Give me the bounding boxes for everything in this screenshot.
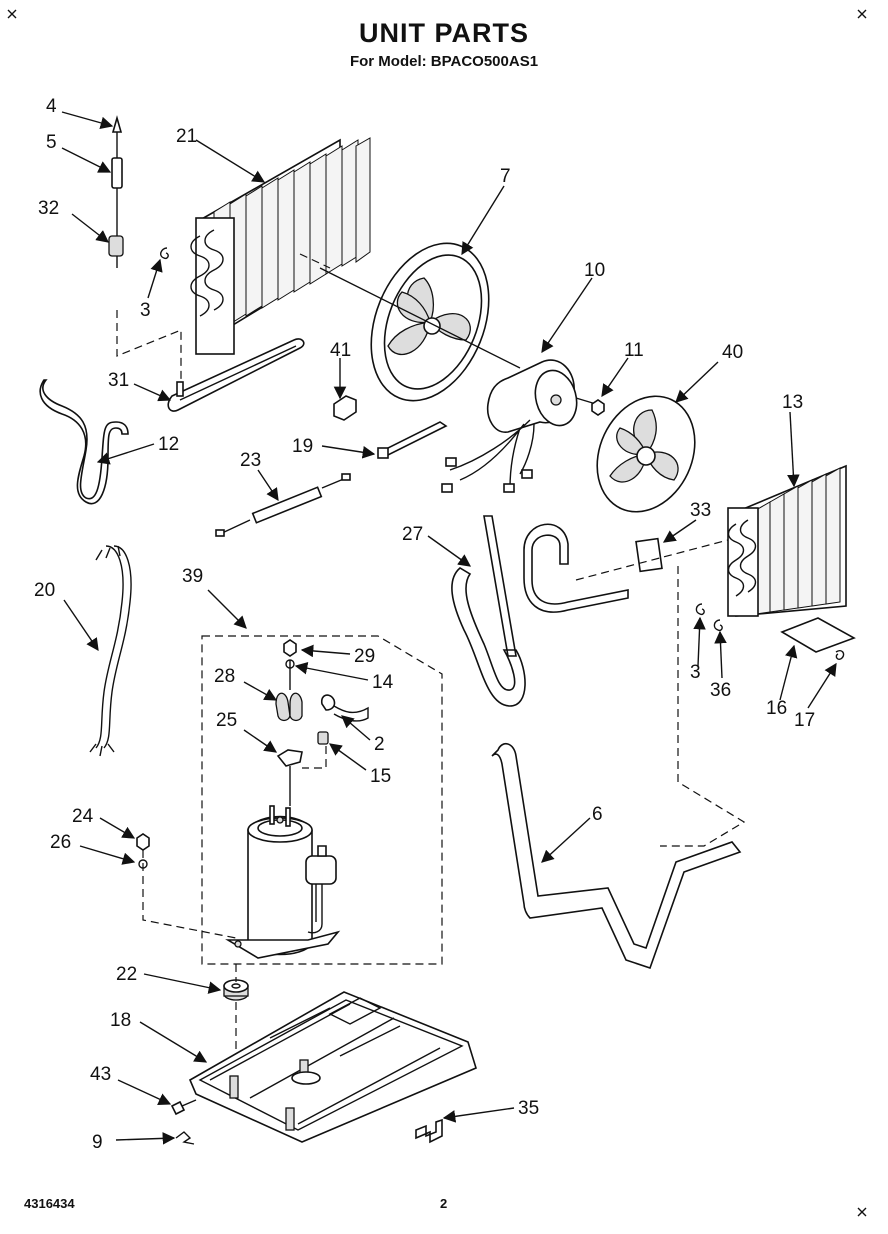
callout-25: 25 — [216, 710, 237, 731]
callout-35: 35 — [518, 1098, 539, 1119]
part-9-clip — [175, 1131, 195, 1145]
callout-23: 23 — [240, 450, 261, 471]
callout-43: 43 — [90, 1064, 111, 1085]
callout-24: 24 — [72, 806, 94, 827]
callout-29: 29 — [354, 646, 375, 667]
page-number: 2 — [440, 1196, 448, 1211]
callout-32: 32 — [38, 198, 59, 219]
callout-27: 27 — [402, 524, 423, 545]
model-subtitle: For Model: BPACO500AS1 — [349, 53, 539, 70]
callout-40: 40 — [722, 342, 743, 363]
document-number: 4316434 — [24, 1196, 75, 1211]
callout-28: 28 — [214, 666, 235, 687]
part-12-tube — [39, 379, 129, 505]
callout-2: 2 — [374, 734, 385, 755]
compressor-group-box — [201, 635, 443, 965]
part-22-grommet — [223, 979, 249, 1001]
part-6-seal — [491, 743, 742, 970]
callout-17: 17 — [794, 710, 815, 731]
callout-3-left: 3 — [140, 300, 151, 321]
part-17-clip — [835, 649, 845, 661]
part-36-clip — [713, 619, 723, 632]
part-evaporator-coil — [190, 137, 371, 355]
callout-3-right: 3 — [690, 662, 701, 683]
part-23-thermistor — [215, 473, 351, 537]
corner-marks — [7, 9, 867, 1217]
part-condenser-coil — [727, 464, 847, 617]
part-capillary-tube-assembly — [108, 115, 182, 380]
callout-13: 13 — [782, 392, 803, 413]
part-fan-nut — [591, 399, 605, 416]
leader-lines — [61, 111, 837, 1145]
part-24-nut — [136, 833, 150, 851]
part-16-bracket — [780, 617, 856, 653]
callout-4: 4 — [46, 96, 57, 117]
callout-6: 6 — [592, 804, 603, 825]
part-35-clip — [415, 1118, 443, 1144]
callout-14: 14 — [372, 672, 394, 693]
callout-31: 31 — [108, 370, 129, 391]
part-condenser-fan-blade — [596, 395, 696, 513]
part-compressor-accessories — [275, 639, 369, 806]
callout-10: 10 — [584, 260, 605, 281]
callout-16: 16 — [766, 698, 787, 719]
part-compressor — [225, 805, 341, 959]
callout-9: 9 — [92, 1132, 103, 1153]
callout-12: 12 — [158, 434, 179, 455]
part-20-wire-harness — [89, 545, 132, 757]
callout-21: 21 — [176, 126, 197, 147]
callout-33: 33 — [690, 500, 711, 521]
part-33-switch — [635, 537, 663, 573]
callout-26: 26 — [50, 832, 71, 853]
part-clip-left — [160, 247, 169, 260]
part-fan-motor — [441, 359, 597, 493]
callout-18: 18 — [110, 1010, 131, 1031]
mount-line-left — [142, 850, 237, 939]
callout-41: 41 — [330, 340, 351, 361]
callout-39: 39 — [182, 566, 203, 587]
callout-labels: 4 5 32 3 21 7 10 11 40 13 41 31 12 19 23… — [34, 96, 815, 1153]
callout-22: 22 — [116, 964, 137, 985]
part-bracket-41 — [333, 395, 357, 421]
part-19-strap — [378, 421, 448, 457]
callout-11: 11 — [624, 340, 644, 361]
dashed-connection-6 — [660, 566, 746, 847]
callout-15: 15 — [370, 766, 391, 787]
callout-5: 5 — [46, 132, 57, 153]
part-27-tubing — [451, 515, 629, 707]
callout-20: 20 — [34, 580, 55, 601]
motor-shaft-line — [319, 267, 521, 369]
part-clip-right — [695, 603, 705, 616]
callout-36: 36 — [710, 680, 731, 701]
callout-19: 19 — [292, 436, 313, 457]
callout-7: 7 — [500, 166, 511, 187]
part-fan-shroud — [370, 242, 490, 402]
part-43-screw — [170, 1099, 197, 1116]
part-18-base-pan — [188, 991, 477, 1143]
part-31-tube — [167, 338, 305, 412]
page-title: UNIT PARTS — [359, 18, 529, 48]
